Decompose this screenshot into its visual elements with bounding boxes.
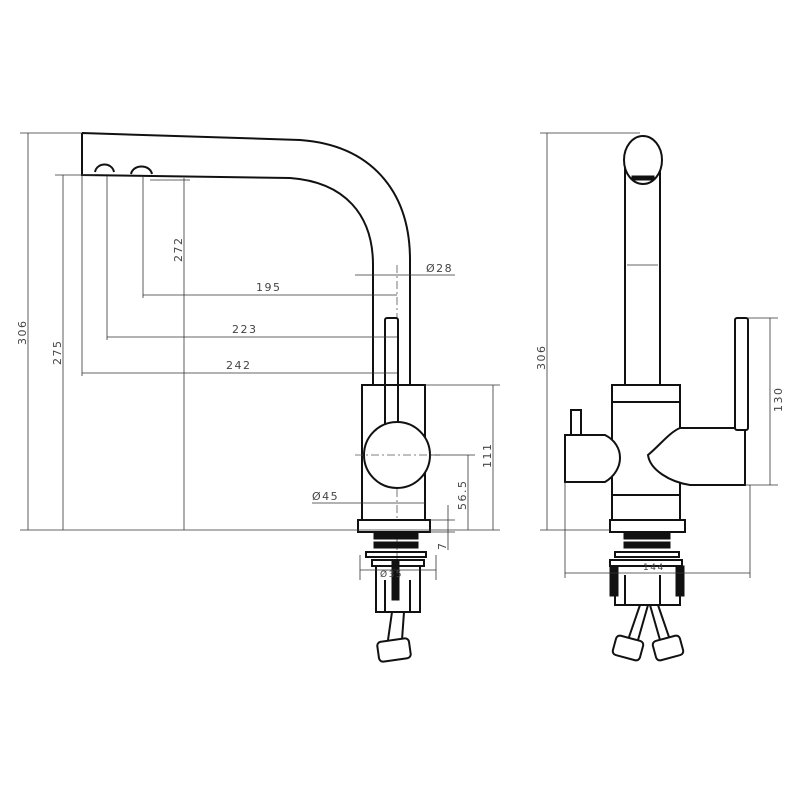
dim-body-diameter: Ø45 (312, 490, 339, 503)
filter-handle (564, 434, 621, 483)
supply-hoses (627, 604, 671, 641)
dim-base-thickness: 7 (436, 542, 449, 551)
dim-aerator-height: 272 (172, 237, 185, 263)
dim-reach-195: 195 (256, 281, 282, 294)
lever (384, 317, 399, 431)
dim-reach-242: 242 (226, 359, 252, 372)
dim-mount-diameter: Ø35 (380, 569, 403, 580)
main-handle (646, 427, 746, 486)
dim-handle-axis: 56.5 (456, 480, 469, 511)
base-plate (609, 519, 686, 533)
supply-hose (387, 611, 405, 641)
dim-total-width: 144 (643, 563, 665, 573)
spout-head (623, 135, 663, 185)
hose-nut-left (611, 634, 645, 662)
aerator-inner (130, 165, 153, 175)
base-plate (357, 519, 431, 533)
spout-pipe (624, 159, 661, 386)
dim-total-height: 306 (16, 320, 29, 346)
front-view: 306 130 144 (535, 132, 785, 662)
hose-nut (376, 637, 412, 663)
aerator-outer (94, 163, 115, 173)
dim-lever-height: 130 (772, 387, 785, 413)
side-dimensions (20, 132, 500, 580)
hose-nut-right (651, 634, 685, 662)
dim-body-height: 111 (481, 443, 494, 469)
dim-outlet-height: 275 (51, 340, 64, 366)
side-view: 306 275 272 195 223 242 Ø28 111 Ø45 56.5… (16, 132, 500, 663)
filter-knob (570, 409, 582, 436)
dim-total-height: 306 (535, 345, 548, 371)
front-dimensions (540, 132, 778, 578)
mount-bracket (375, 566, 421, 613)
dim-spout-diameter: Ø28 (426, 262, 453, 275)
spout-outline (81, 132, 411, 385)
dim-reach-223: 223 (232, 323, 258, 336)
lever (734, 317, 749, 431)
